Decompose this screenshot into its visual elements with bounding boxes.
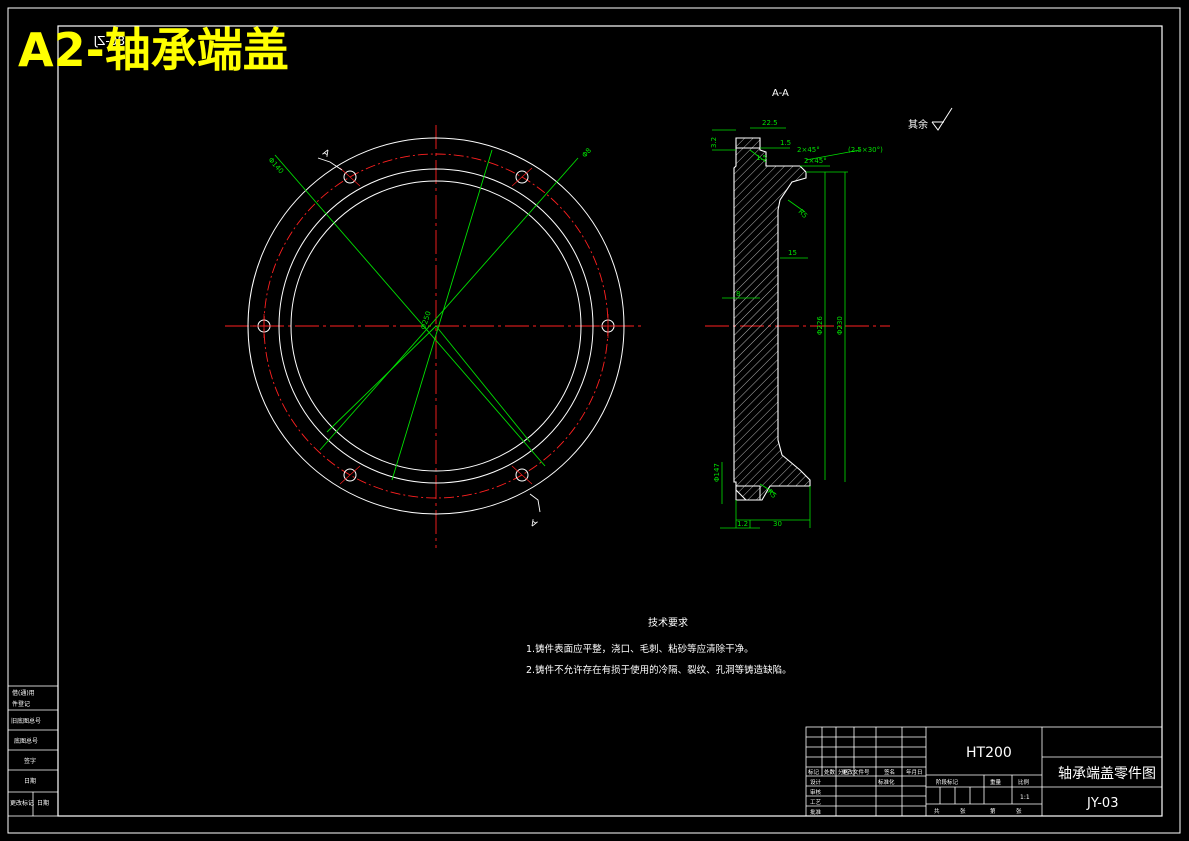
left-label-2: 旧底图总号 <box>11 717 41 725</box>
title-block <box>805 726 1163 817</box>
section-dim-lines <box>712 127 861 529</box>
section-dim-8: 8 <box>736 290 740 298</box>
overlay-title: A2-轴承端盖 <box>18 23 289 77</box>
section-dim-texts: 22.5 1.5 2×45° 2×45° (2.5×30°) R5 1.5 15… <box>710 119 883 528</box>
tech-requirement-item: 2.铸件不允许存在有损于使用的冷隔、裂纹、孔洞等铸造缺陷。 <box>526 664 792 676</box>
bolt-hole <box>515 468 529 482</box>
left-label-0: 借(通)用 <box>12 689 35 697</box>
left-label-7: 日期 <box>37 799 49 807</box>
tb-label-2: 分区 <box>838 768 850 776</box>
outer-flange-circle <box>247 137 625 515</box>
tb-label-3: 更改文件号 <box>842 768 870 776</box>
front-view: Φ140 Φ8 Φ250 A A <box>225 125 645 548</box>
section-cut-marks <box>317 157 541 513</box>
tb-label-10: 批准 <box>810 808 822 816</box>
section-dim-0: 22.5 <box>762 119 778 127</box>
tech-requirements: 技术要求 1.铸件表面应平整，浇口、毛刺、粘砂等应清除干净。 2.铸件不允许存在… <box>526 616 792 676</box>
section-label: A-A <box>772 88 789 99</box>
front-dim-0: Φ140 <box>267 156 286 175</box>
section-dim-13: 1.2 <box>737 520 748 528</box>
tb-label-5: 年月日 <box>906 768 923 776</box>
body-circle <box>278 168 594 484</box>
section-dim-4: (2.5×30°) <box>848 146 883 154</box>
bore-circle <box>290 180 582 472</box>
tb-label-7: 标准化 <box>878 778 895 786</box>
bolt-hole <box>515 170 529 184</box>
material-label: HT200 <box>966 745 1012 761</box>
tb-label-14: 共 <box>934 807 940 815</box>
tb-label-4: 签名 <box>884 768 895 776</box>
section-dim-10: Φ230 <box>836 316 844 335</box>
section-dim-5: R5 <box>797 208 809 220</box>
left-label-4: 签字 <box>24 757 36 765</box>
tb-label-17: 张 <box>1016 807 1022 815</box>
section-dim-11: Φ147 <box>713 463 721 482</box>
section-dim-6: 1.5 <box>756 154 767 162</box>
tb-label-9: 工艺 <box>810 799 822 806</box>
section-dim-15: 3.2 <box>710 137 718 148</box>
outer-border <box>7 7 1181 834</box>
section-profile <box>733 137 811 501</box>
front-dim-2: Φ250 <box>419 310 432 330</box>
section-view: A-A <box>705 88 953 529</box>
section-dim-3: 2×45° <box>804 157 827 165</box>
inner-border <box>57 25 1163 817</box>
tb-label-13: 比例 <box>1018 778 1030 786</box>
section-dim-9: Φ226 <box>816 316 824 335</box>
front-dim-texts: Φ140 Φ8 Φ250 <box>267 147 594 331</box>
tb-label-0: 标记 <box>808 768 820 776</box>
tech-requirement-item: 1.铸件表面应平整，浇口、毛刺、粘砂等应清除干净。 <box>526 643 754 655</box>
scale-label: 1:1 <box>1020 794 1030 801</box>
bolt-hole <box>343 468 357 482</box>
drawing-no-label: JY-03 <box>1086 796 1118 811</box>
left-label-5: 日期 <box>24 777 36 785</box>
tb-label-11: 阶段标记 <box>936 778 959 786</box>
left-column-labels: 借(通)用 件登记 旧底图总号 底图总号 签字 日期 更改标记 日期 <box>10 689 49 807</box>
surface-finish-note: 其余 <box>908 118 928 131</box>
tb-label-1: 处数 <box>824 768 836 776</box>
part-name-label: 轴承端盖零件图 <box>1058 766 1156 782</box>
tb-label-8: 审核 <box>810 788 822 796</box>
left-label-1: 件登记 <box>12 700 30 708</box>
left-binding-column <box>7 685 59 817</box>
front-dim-1: Φ8 <box>581 147 594 160</box>
section-dim-14: 30 <box>773 520 782 528</box>
tb-label-15: 张 <box>960 807 966 815</box>
tech-requirements-title: 技术要求 <box>648 616 688 629</box>
tb-label-16: 第 <box>990 807 996 815</box>
front-dim-lines <box>274 149 579 481</box>
surface-finish-symbol <box>931 107 953 131</box>
drawing-number-mirrored: 80-ZJ <box>94 34 125 48</box>
section-dim-1: 1.5 <box>780 139 791 147</box>
section-dim-7: 15 <box>788 249 797 257</box>
bolt-hole <box>343 170 357 184</box>
title-block-texts: HT200 轴承端盖零件图 JY-03 1:1 标记 处数 分区 更改文件号 签… <box>808 745 1156 816</box>
tb-label-6: 设计 <box>810 778 822 786</box>
left-label-6: 更改标记 <box>10 799 34 807</box>
section-cut-label-bottom: A <box>528 516 539 528</box>
left-label-3: 底图总号 <box>14 737 38 745</box>
tb-label-12: 重量 <box>990 778 1002 786</box>
section-cut-label-top: A <box>321 148 332 160</box>
section-dim-2: 2×45° <box>797 146 820 154</box>
